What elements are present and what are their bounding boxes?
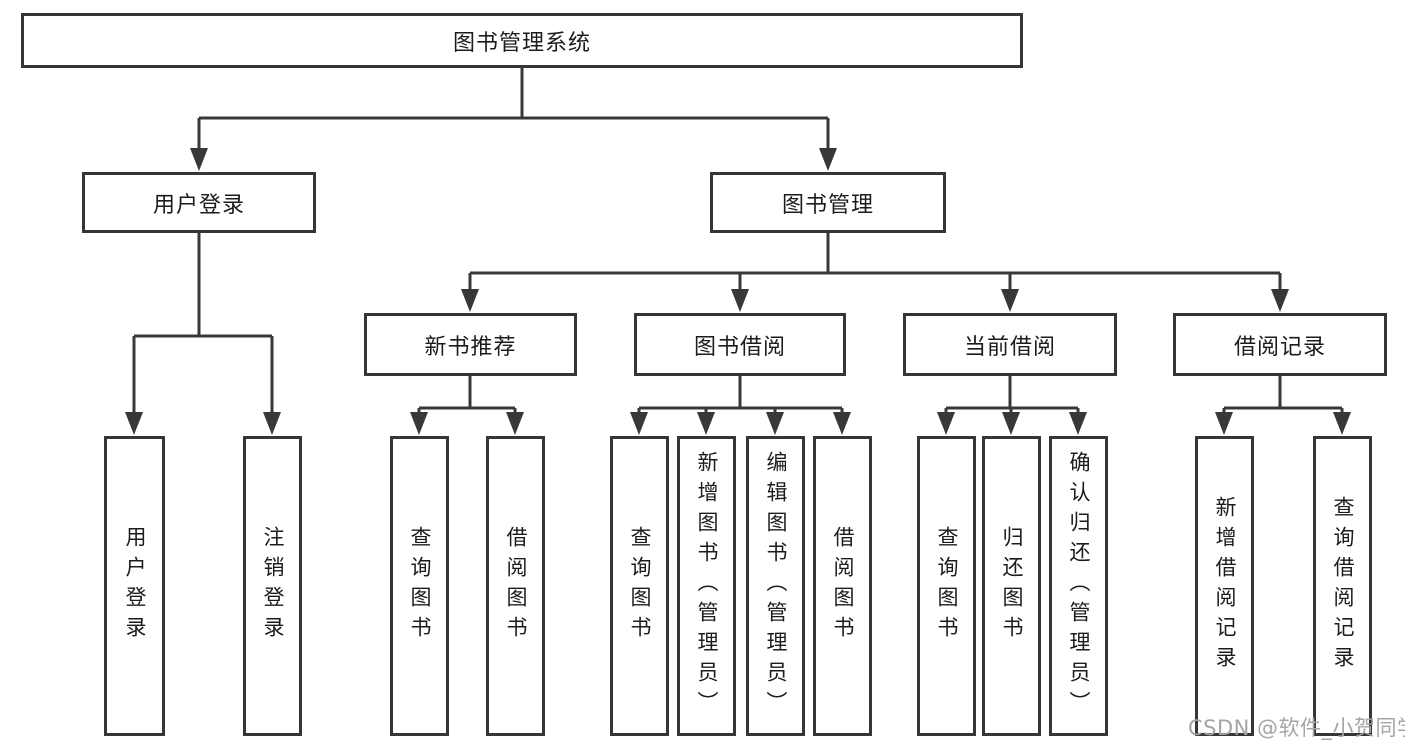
- arrow-down-icon: [1215, 412, 1233, 435]
- arrow-down-icon: [833, 412, 851, 435]
- node-new-book-recommend: 新书推荐: [364, 313, 577, 376]
- node-book-borrow: 图书借阅: [634, 313, 846, 376]
- arrow-down-icon: [410, 412, 428, 435]
- leaf-return-books: 归还图书: [982, 436, 1041, 736]
- leaf-query-books-current: 查询图书: [917, 436, 976, 736]
- arrow-down-icon: [1333, 412, 1351, 435]
- arrow-down-icon: [1002, 412, 1020, 435]
- leaf-query-borrow-record: 查询借阅记录: [1313, 436, 1372, 736]
- arrow-down-icon: [1069, 412, 1087, 435]
- leaf-borrow-books-recommend: 借阅图书: [486, 436, 545, 736]
- arrow-down-icon: [125, 412, 143, 435]
- arrow-down-icon: [766, 412, 784, 435]
- arrow-down-icon: [461, 289, 479, 312]
- arrow-down-icon: [697, 412, 715, 435]
- arrow-down-icon: [1271, 289, 1289, 312]
- arrow-down-icon: [190, 148, 208, 171]
- leaf-user-login: 用户登录: [104, 436, 165, 736]
- leaf-add-books-admin: 新增图书（管理员）: [677, 436, 736, 736]
- arrow-down-icon: [819, 148, 837, 171]
- arrow-down-icon: [506, 412, 524, 435]
- leaf-confirm-return-admin: 确认归还（管理员）: [1049, 436, 1108, 736]
- arrow-down-icon: [731, 289, 749, 312]
- leaf-query-books-recommend: 查询图书: [390, 436, 449, 736]
- arrow-down-icon: [263, 412, 281, 435]
- leaf-borrow-books: 借阅图书: [813, 436, 872, 736]
- arrow-down-icon: [630, 412, 648, 435]
- arrowheads: [125, 148, 1351, 435]
- node-current-borrow: 当前借阅: [903, 313, 1117, 376]
- node-book-management: 图书管理: [710, 172, 946, 233]
- leaf-query-books-borrow: 查询图书: [610, 436, 669, 736]
- leaf-logout: 注销登录: [243, 436, 302, 736]
- arrow-down-icon: [937, 412, 955, 435]
- leaf-add-borrow-record: 新增借阅记录: [1195, 436, 1254, 736]
- node-borrow-records: 借阅记录: [1173, 313, 1387, 376]
- leaf-edit-books-admin: 编辑图书（管理员）: [746, 436, 805, 736]
- csdn-watermark: CSDN @软件_小贺同学: [1188, 716, 1405, 740]
- arrow-down-icon: [1001, 289, 1019, 312]
- node-user-login: 用户登录: [82, 172, 316, 233]
- node-root-system: 图书管理系统: [21, 13, 1023, 68]
